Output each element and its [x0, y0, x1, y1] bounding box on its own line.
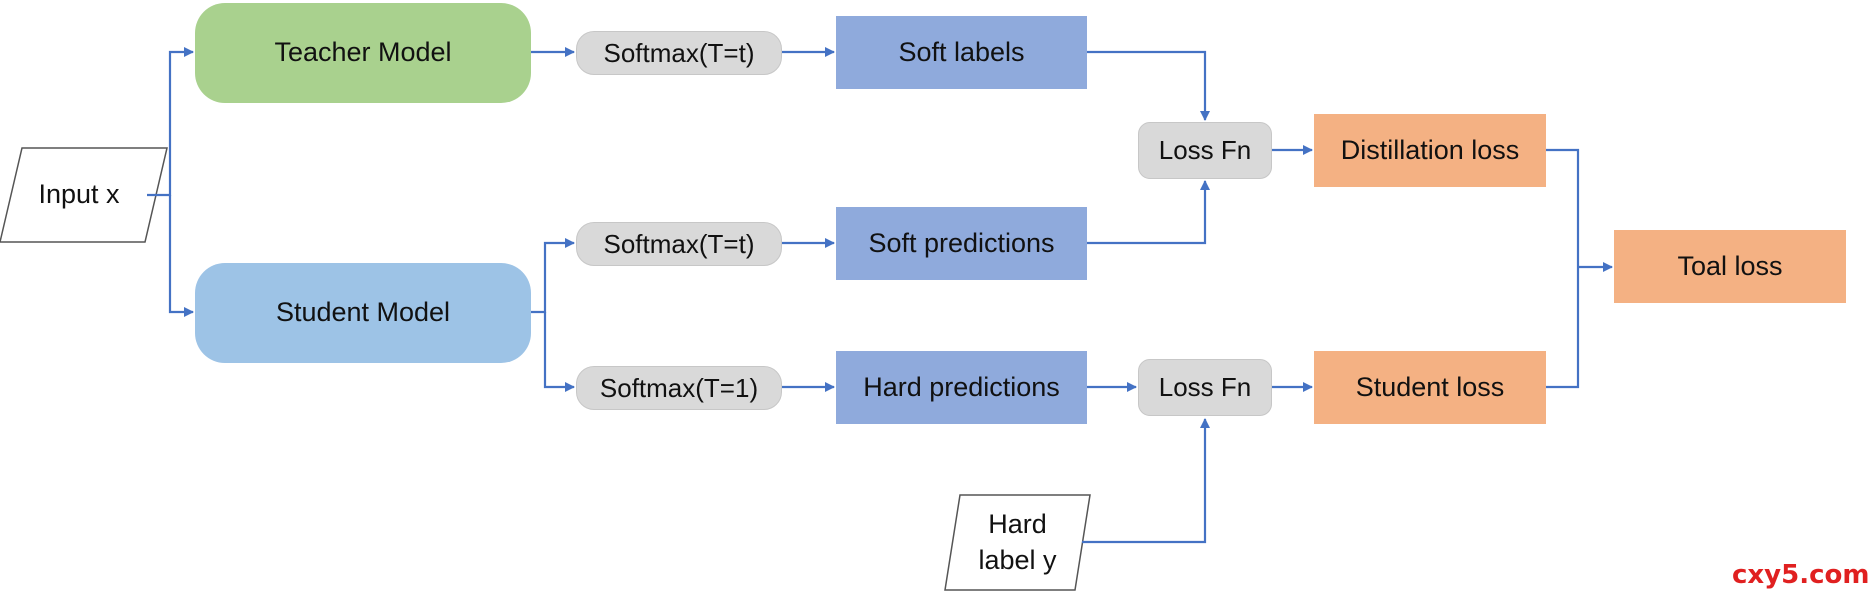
arrow-input-to-student — [168, 195, 194, 317]
hard-predictions-node: Hard predictions — [836, 351, 1087, 424]
arrow-input-to-teacher — [147, 47, 194, 197]
arrow-distillation-to-total — [1546, 148, 1580, 389]
soft-predictions-node: Soft predictions — [836, 207, 1087, 280]
distillation-loss-node: Distillation loss — [1314, 114, 1546, 187]
teacher-model-node: Teacher Model — [195, 3, 531, 103]
student-model-node: Student Model — [195, 263, 531, 363]
softmax-student-hard-node: Softmax(T=1) — [576, 366, 782, 410]
student-loss-node: Student loss — [1314, 351, 1546, 424]
hard-label-y-label: Hard label y — [955, 500, 1080, 585]
softmax-teacher-node: Softmax(T=t) — [576, 31, 782, 75]
hard-label-shape — [944, 494, 1091, 591]
loss-fn-bottom-node: Loss Fn — [1138, 359, 1272, 416]
watermark-text: cxy5.com — [1732, 560, 1869, 590]
arrow-student-to-softmax-soft — [531, 238, 575, 314]
input-x-shape — [0, 147, 168, 243]
loss-fn-top-node: Loss Fn — [1138, 122, 1272, 179]
arrow-hardlabel-to-lossfn — [1082, 418, 1210, 544]
hard-label-line2: label y — [978, 544, 1057, 575]
arrow-softlabels-to-lossfn — [1087, 50, 1210, 121]
hard-label-line1: Hard — [988, 509, 1047, 540]
soft-labels-node: Soft labels — [836, 16, 1087, 89]
total-loss-node: Toal loss — [1614, 230, 1846, 303]
arrow-student-to-softmax-hard — [543, 312, 575, 392]
arrow-softpred-to-lossfn — [1087, 180, 1210, 245]
connectors — [147, 47, 1613, 544]
input-x-label: Input x — [38, 179, 120, 210]
softmax-student-soft-node: Softmax(T=t) — [576, 222, 782, 266]
